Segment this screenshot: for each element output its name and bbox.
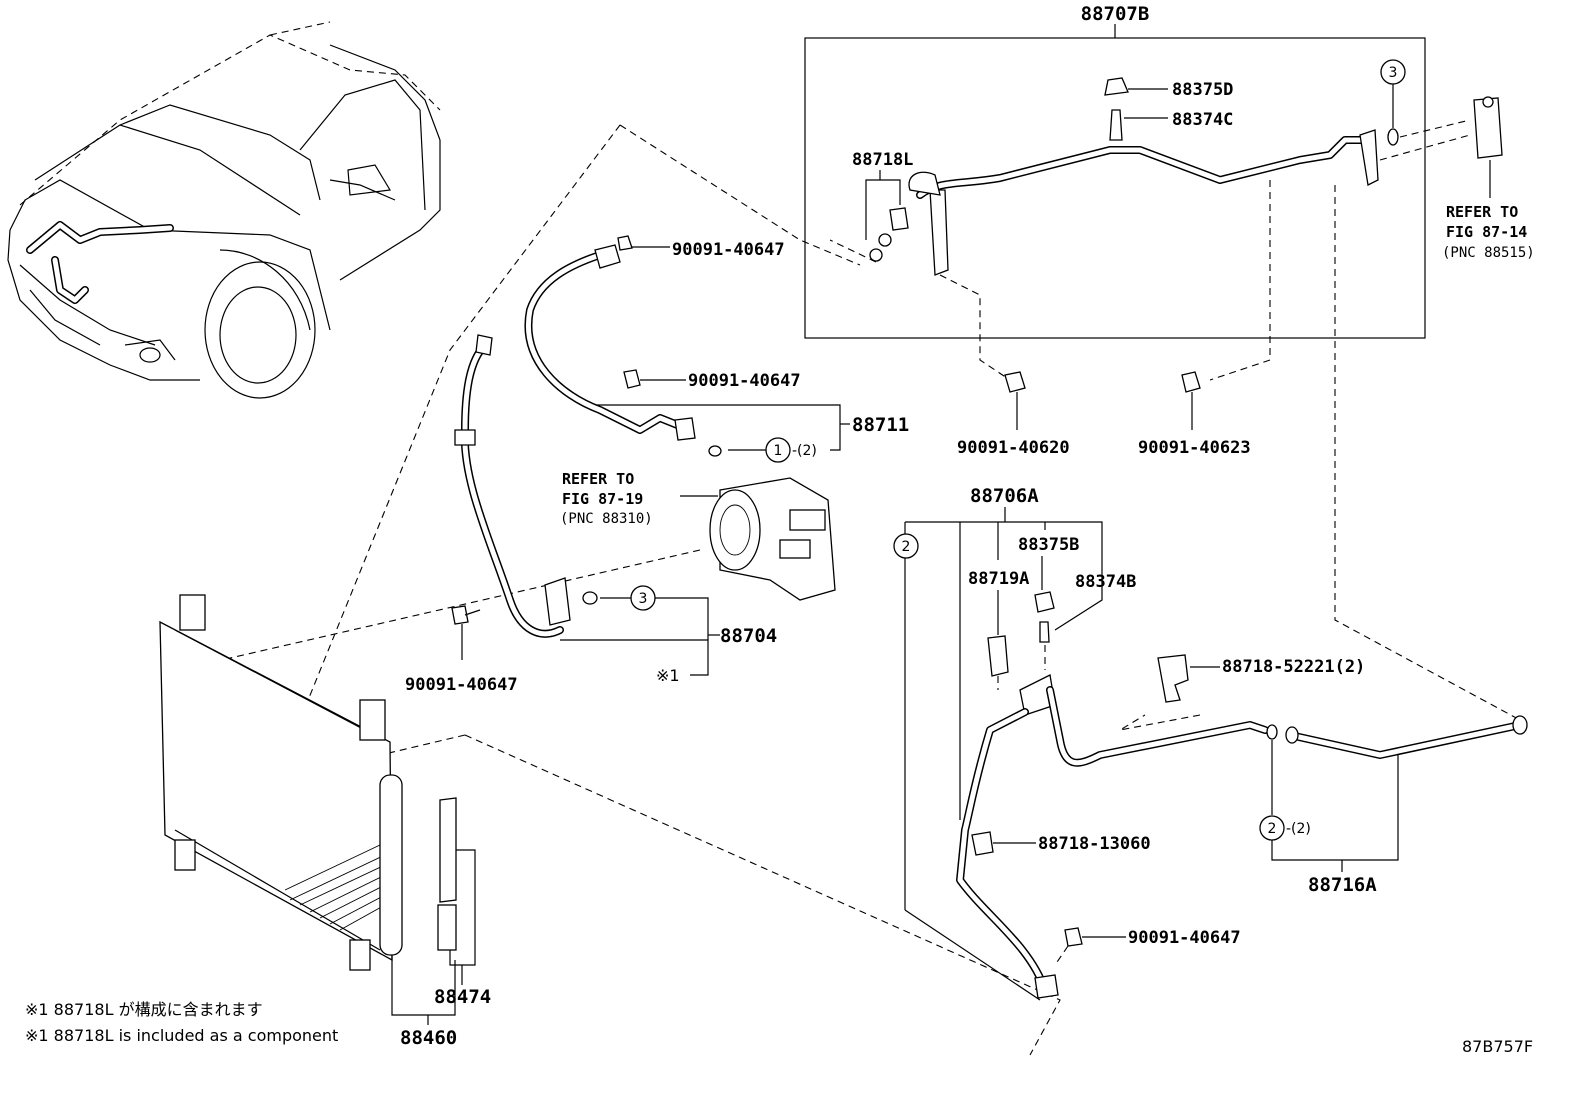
valve-cap-icon xyxy=(1104,77,1129,96)
o-ring-icon xyxy=(582,591,598,605)
desiccant-icon xyxy=(439,797,457,903)
valve-cap-icon xyxy=(1034,591,1055,613)
callout-2-qty: -(2) xyxy=(1286,821,1311,837)
part-label-88374b[interactable]: 88374B xyxy=(1075,572,1136,592)
part-label-90091-40620[interactable]: 90091-40620 xyxy=(957,438,1070,458)
part-label-88718l[interactable]: 88718L xyxy=(852,150,913,170)
note-en: ※1 88718L is included as a component xyxy=(25,1026,338,1045)
valve-core-icon xyxy=(1039,621,1050,643)
callout-3-top[interactable]: 3 xyxy=(1389,65,1398,81)
part-label-88707b[interactable]: 88707B xyxy=(1081,3,1150,25)
pnc-88515-label: (PNC 88515) xyxy=(1442,245,1535,261)
part-label-88474[interactable]: 88474 xyxy=(434,986,491,1008)
compressor-group: REFER TO FIG 87-19 (PNC 88310) xyxy=(560,470,836,601)
part-label-88706a[interactable]: 88706A xyxy=(970,485,1039,507)
o-ring-icon xyxy=(1266,724,1278,740)
callout-1-qty: -(2) xyxy=(792,443,817,459)
o-ring-icon xyxy=(878,233,892,247)
bolt-icon xyxy=(1004,371,1026,393)
part-label-90091-40647-bottom[interactable]: 90091-40647 xyxy=(1128,928,1241,948)
part-label-88716a[interactable]: 88716A xyxy=(1308,874,1377,896)
refer-to-compressor-label: REFER TO xyxy=(562,470,634,488)
part-label-90091-40647-top[interactable]: 90091-40647 xyxy=(672,240,785,260)
refer-to-label: REFER TO xyxy=(1446,203,1518,221)
figure-code: 87B757F xyxy=(1462,1037,1533,1056)
clamp-icon xyxy=(889,207,909,231)
discharge-hose-group: 88704 ※1 3 90091-40647 xyxy=(405,334,777,695)
part-label-88719a[interactable]: 88719A xyxy=(968,569,1029,589)
plug-icon xyxy=(437,904,457,951)
part-label-88704[interactable]: 88704 xyxy=(720,625,777,647)
part-label-88711[interactable]: 88711 xyxy=(852,414,909,436)
bolt-icon xyxy=(451,605,469,625)
bolt-icon xyxy=(617,235,633,251)
valve-core-icon xyxy=(1109,109,1123,141)
pnc-88310-label: (PNC 88310) xyxy=(560,511,653,527)
callout-3-mid[interactable]: 3 xyxy=(639,591,648,607)
tube-88716a-group: 2 -(2) 88716A xyxy=(1259,715,1528,896)
reference-dashed-lines xyxy=(189,124,1521,1056)
fig-87-14-link[interactable]: FIG 87-14 xyxy=(1446,223,1527,241)
part-label-90091-40623[interactable]: 90091-40623 xyxy=(1138,438,1251,458)
part-label-88460[interactable]: 88460 xyxy=(400,1027,457,1049)
fig-87-19-link[interactable]: FIG 87-19 xyxy=(562,490,643,508)
part-label-88374c[interactable]: 88374C xyxy=(1172,110,1233,130)
bolt-icon xyxy=(1064,927,1083,947)
bolt-icon xyxy=(623,369,641,389)
condenser-group: 88474 88460 xyxy=(159,594,491,1049)
part-label-88375b[interactable]: 88375B xyxy=(1018,535,1079,555)
suction-hose-group: 90091-40647 90091-40647 88711 1 -(2) xyxy=(524,235,909,463)
vehicle-outline-illustration xyxy=(7,21,441,399)
bracket-bolts-group: 90091-40620 90091-40623 xyxy=(939,180,1271,458)
part-label-90091-40647-left[interactable]: 90091-40647 xyxy=(405,675,518,695)
clamp-icon xyxy=(1157,654,1189,703)
note-marker-1: ※1 xyxy=(656,666,680,685)
o-ring-icon xyxy=(869,248,883,262)
callout-1[interactable]: 1 xyxy=(774,443,783,459)
bolt-icon xyxy=(1181,371,1201,393)
receiver-tank-icon xyxy=(379,774,403,956)
o-ring-icon xyxy=(708,445,722,457)
part-label-88375d[interactable]: 88375D xyxy=(1172,80,1233,100)
callout-2-right[interactable]: 2 xyxy=(1268,821,1277,837)
note-jp: ※1 88718L が構成に含まれます xyxy=(25,1000,263,1019)
pressure-switch-icon xyxy=(987,635,1009,677)
callout-2-left[interactable]: 2 xyxy=(902,539,911,555)
part-label-88718-13060[interactable]: 88718-13060 xyxy=(1038,834,1151,854)
liquid-tube-group: 88706A 88375B 88719A 88374B 2 88718-5222… xyxy=(893,485,1365,1001)
clamp-icon xyxy=(971,831,994,856)
evaporator-tube-assembly-group: 88707B 88375D 88374C 88718L 3 xyxy=(804,3,1471,339)
part-label-88718-52221[interactable]: 88718-52221(2) xyxy=(1222,657,1365,677)
o-ring-icon xyxy=(1387,128,1399,146)
part-label-90091-40647-b[interactable]: 90091-40647 xyxy=(688,371,801,391)
expansion-valve-group: REFER TO FIG 87-14 (PNC 88515) xyxy=(1442,96,1535,261)
